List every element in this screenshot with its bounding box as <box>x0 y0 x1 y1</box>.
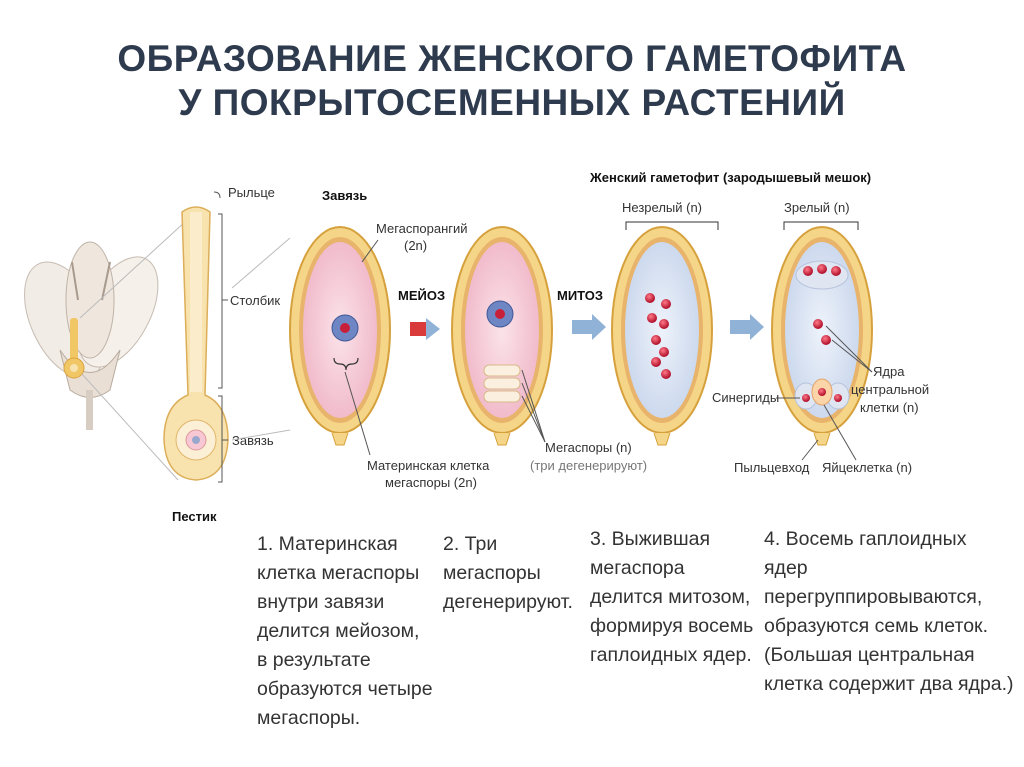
mitosis-label: МИТОЗ <box>557 288 603 303</box>
central-nuclei-label-3: клетки (n) <box>860 400 919 415</box>
step-2-description: 2. Три мегаспоры дегенерируют. <box>443 533 573 613</box>
flower-illustration <box>24 209 199 481</box>
gametophyte-heading: Женский гаметофит (зародышевый мешок) <box>589 170 871 185</box>
stage1-ovule <box>289 226 391 456</box>
page-title-line-2: У ПОКРЫТОСЕМЕННЫХ РАСТЕНИЙ <box>178 82 846 123</box>
stage4-ovule <box>771 226 873 461</box>
ovary-label: Завязь <box>232 433 274 448</box>
meiosis-label: МЕЙОЗ <box>398 288 445 303</box>
step-1-description: 1. Материнская клетка мегаспоры внутри з… <box>257 533 433 729</box>
stigma-label: Рыльце <box>228 185 275 200</box>
mitosis-arrow <box>572 314 606 340</box>
stage2-ovule <box>451 226 553 446</box>
synergids-label: Синергиды <box>712 390 779 405</box>
egg-cell-label: Яйцеклетка (n) <box>822 460 912 475</box>
development-arrow <box>730 314 764 340</box>
step-3-description: 3. Выжившая мегаспора делится митозом, ф… <box>590 528 754 666</box>
mother-cell-label-2: мегаспоры (2n) <box>385 475 477 490</box>
central-nuclei-label-1: Ядра <box>873 364 905 379</box>
mother-cell-label-1: Материнская клетка <box>367 458 490 473</box>
mature-label: Зрелый (n) <box>784 200 850 215</box>
step-4-description: 4. Восемь гаплоидных ядер перегруппировы… <box>764 528 1014 695</box>
megasporangium-label-2: (2n) <box>404 238 427 253</box>
central-nuclei-label-2: центральной <box>851 382 929 397</box>
page-title-line-1: ОБРАЗОВАНИЕ ЖЕНСКОГО ГАМЕТОФИТА <box>117 38 907 79</box>
ovary-heading: Завязь <box>322 188 367 203</box>
pistil-illustration <box>163 191 229 483</box>
meiosis-arrow <box>410 318 440 340</box>
style-label: Столбик <box>230 293 280 308</box>
micropyle-label: Пыльцевход <box>734 460 810 475</box>
megasporangium-label-1: Мегаспорангий <box>376 221 468 236</box>
pistil-label: Пестик <box>172 509 217 524</box>
immature-label: Незрелый (n) <box>622 200 702 215</box>
megaspores-degenerate-label: (три дегенерируют) <box>530 458 647 473</box>
stage3-ovule <box>611 226 713 446</box>
megaspores-label: Мегаспоры (n) <box>545 440 632 455</box>
